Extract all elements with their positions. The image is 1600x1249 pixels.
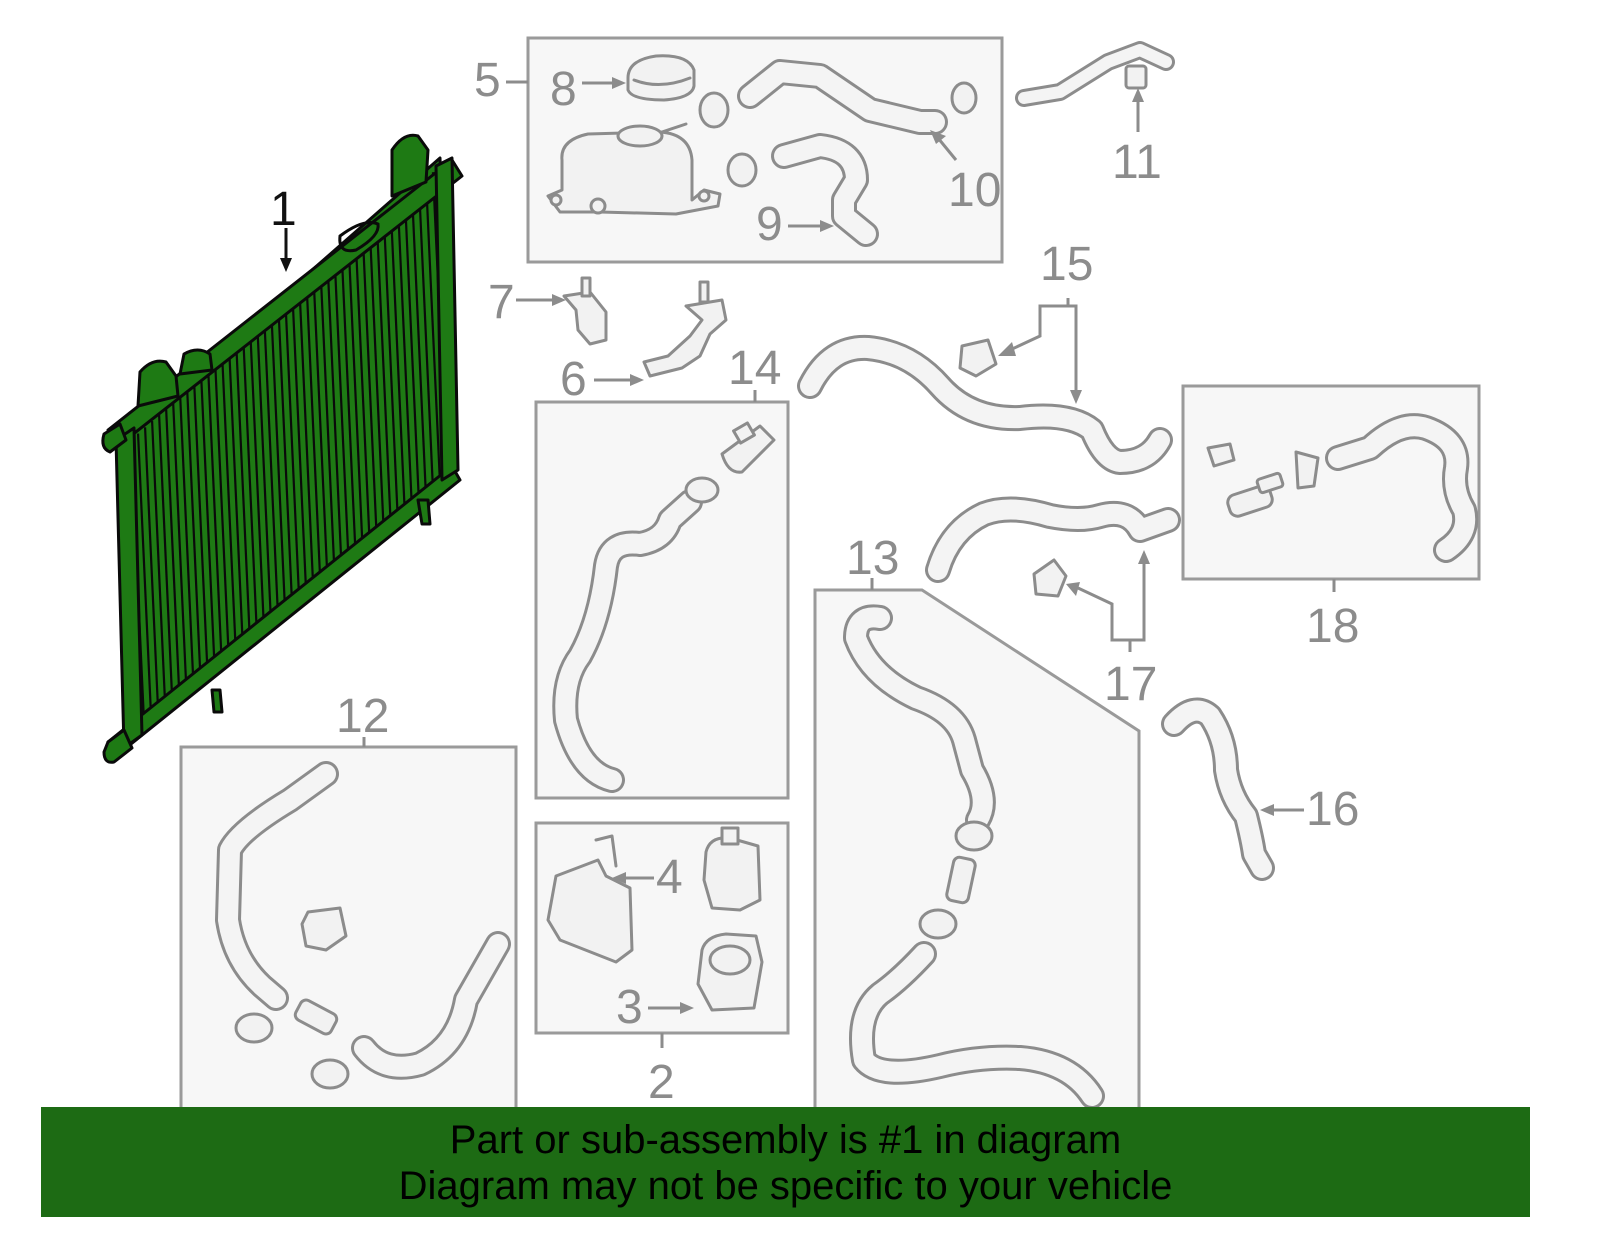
radiator-fin — [207, 371, 224, 676]
hose-part-15 — [797, 334, 1173, 475]
banner-line-2: Diagram may not be specific to your vehi… — [398, 1164, 1173, 1208]
radiator-fin — [326, 265, 343, 570]
radiator-fin — [305, 284, 322, 589]
callout-10: 10 — [948, 164, 1001, 217]
callout-8: 8 — [550, 63, 577, 116]
hose-part-13 — [843, 604, 1105, 1109]
radiator-fin — [228, 352, 245, 657]
radiator-fin — [256, 327, 273, 632]
hose-part-16 — [1161, 697, 1275, 881]
leader-line-10 — [936, 137, 958, 161]
arrowhead-6 — [630, 374, 644, 386]
radiator-fin — [340, 253, 357, 558]
radiator-part-1[interactable] — [101, 133, 464, 764]
callout-16: 16 — [1306, 783, 1359, 836]
radiator-fin — [368, 228, 385, 533]
pump-group-parts — [546, 826, 764, 1012]
radiator-fin — [158, 414, 175, 719]
radiator-fin — [249, 333, 266, 639]
callout-5: 5 — [474, 54, 501, 107]
radiator-fin — [417, 184, 435, 489]
radiator-fin — [319, 271, 336, 576]
arrowhead-17a — [1066, 582, 1080, 596]
radiator-fin — [172, 402, 189, 707]
leader-line-15 — [1009, 298, 1078, 392]
radiator-fin — [382, 215, 399, 520]
hose-part-14 — [552, 421, 776, 793]
callout-6: 6 — [560, 353, 587, 406]
callout-17: 17 — [1104, 658, 1157, 711]
callout-1: 1 — [270, 183, 297, 236]
callout-15: 15 — [1040, 238, 1093, 291]
radiator-fin — [361, 234, 378, 539]
arrowhead-15a — [998, 342, 1016, 356]
radiator-fin — [186, 389, 203, 695]
callout-11: 11 — [1112, 136, 1162, 189]
radiator-fin — [298, 290, 315, 595]
radiator-fin — [235, 346, 252, 651]
arrowhead-8 — [612, 77, 626, 89]
callout-13: 13 — [846, 532, 899, 585]
radiator-fin — [165, 408, 182, 713]
radiator-fin — [354, 240, 371, 545]
pipe-part-11 — [1015, 41, 1175, 107]
radiator-fin — [277, 309, 294, 614]
radiator-fin — [291, 296, 308, 601]
radiator-fin — [333, 259, 350, 564]
radiator-fin — [312, 277, 329, 583]
leader-line-17 — [1077, 562, 1146, 652]
brackets-part-6-7 — [562, 276, 728, 378]
radiator-fin — [347, 246, 364, 551]
callout-9: 9 — [756, 198, 783, 251]
radiator-fin — [214, 365, 231, 670]
radiator-fin — [389, 209, 406, 514]
radiator-fin — [193, 383, 210, 688]
hose-part-17 — [925, 496, 1181, 598]
callout-4: 4 — [656, 851, 683, 904]
box-hose-18 — [1181, 384, 1481, 581]
arrowhead-17b — [1138, 550, 1150, 564]
callout-14: 14 — [728, 342, 781, 395]
radiator-fin — [263, 321, 280, 626]
arrowhead-3 — [680, 1002, 694, 1014]
radiator-fin — [221, 358, 238, 663]
arrowhead-7 — [552, 294, 566, 306]
radiator-fin — [396, 203, 413, 508]
radiator-fin — [150, 421, 168, 726]
reservoir-group-parts — [546, 54, 978, 247]
radiator-fin — [270, 315, 287, 620]
callout-2: 2 — [648, 1056, 675, 1109]
radiator-fin — [410, 190, 428, 495]
arrowhead-9 — [820, 220, 834, 232]
radiator-fin — [143, 427, 161, 732]
info-banner: Part or sub-assembly is #1 in diagram Di… — [41, 1107, 1530, 1217]
arrowhead-15b — [1070, 390, 1082, 404]
arrowhead-1 — [280, 258, 292, 272]
radiator-fin — [136, 433, 154, 738]
banner-line-1: Part or sub-assembly is #1 in diagram — [449, 1118, 1122, 1162]
callout-7: 7 — [488, 276, 515, 329]
hose-part-12 — [215, 761, 511, 1090]
radiator-fin — [424, 178, 442, 483]
radiator-fin — [242, 340, 259, 645]
arrowhead-11 — [1132, 88, 1144, 102]
callout-12: 12 — [336, 690, 389, 743]
callout-18: 18 — [1306, 600, 1359, 653]
radiator-fin — [375, 221, 392, 527]
hose-part-18 — [1206, 413, 1479, 563]
radiator-fin — [179, 396, 196, 701]
arrowhead-16 — [1260, 804, 1274, 816]
arrowhead-4 — [612, 872, 626, 884]
callout-3: 3 — [616, 981, 643, 1034]
arrowhead-10 — [930, 130, 946, 144]
radiator-fin — [284, 302, 301, 607]
radiator-fin — [403, 197, 420, 502]
radiator-fin — [200, 377, 217, 682]
